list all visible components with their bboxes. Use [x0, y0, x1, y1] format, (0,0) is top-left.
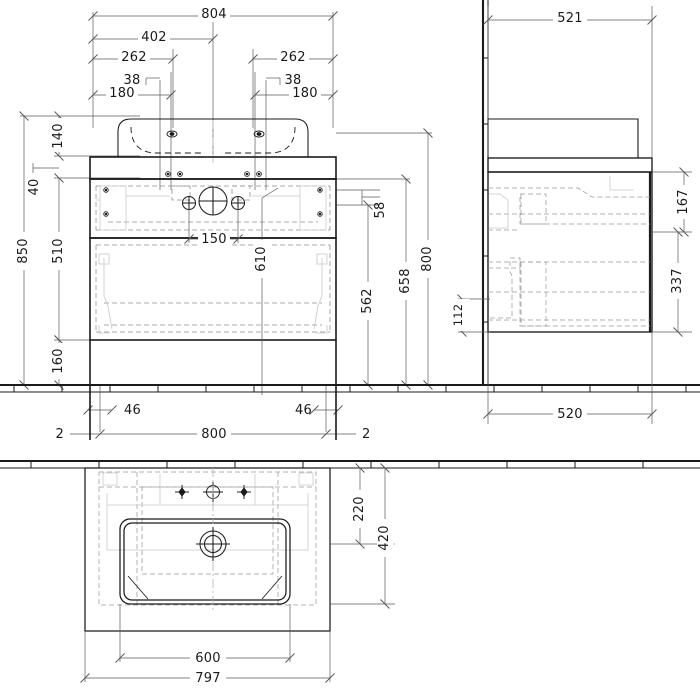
washbasin-front-outline: [117, 118, 309, 157]
side-view-countertop: [487, 157, 653, 173]
dim-520: 520: [557, 407, 582, 422]
dim-800-width: 800: [201, 427, 226, 442]
front-view-top-dim-labels: 804 402 262 262 38 38 180 180: [106, 6, 321, 101]
dim-38-right: 38: [285, 73, 302, 88]
washbasin-bowl-hidden-edges: [130, 126, 296, 154]
upper-drawer-hardware-faint: [96, 185, 327, 231]
side-view-hardware-faint: [489, 176, 634, 229]
dim-521: 521: [557, 11, 582, 26]
dim-58: 58: [373, 202, 388, 219]
tap-hole-elevation-left: [166, 130, 178, 138]
dim-262-left: 262: [121, 50, 146, 65]
plan-view-cabinet-hidden: [98, 471, 317, 606]
dim-337: 337: [670, 268, 685, 293]
dim-420: 420: [377, 525, 392, 550]
lower-drawer-hardware-faint: [98, 253, 328, 334]
dim-402: 402: [141, 30, 166, 45]
supply-fixings: [165, 171, 262, 177]
dim-510: 510: [51, 238, 66, 263]
drain-outlet-plan: [196, 527, 230, 561]
dim-600: 600: [195, 651, 220, 666]
plan-view-guide-lines-faint: [102, 472, 314, 551]
plan-view-dim-labels: 220 420 600 797: [190, 490, 394, 686]
waste-outlet-symbol: [198, 186, 228, 216]
dim-658: 658: [398, 268, 413, 293]
dim-804: 804: [201, 7, 226, 22]
plan-view-bowl-outline: [119, 518, 291, 605]
dim-46-left: 46: [124, 403, 141, 418]
tap-hole-elevation-right: [253, 130, 265, 138]
side-view-dimensions: [457, 6, 692, 424]
side-view-dim-labels: 521 167 337 112 520: [451, 10, 693, 422]
front-view-bottom-dim-labels: 46 46 800 2 2: [56, 403, 370, 442]
side-view-drawer-hidden-lines: [488, 187, 650, 327]
dim-160: 160: [51, 348, 66, 373]
front-view-right-dimensions: [336, 128, 433, 390]
tap-hole-plan-right: [237, 485, 251, 499]
dim-40: 40: [27, 179, 42, 196]
side-view-basin: [488, 118, 639, 158]
supply-outlet-left-symbol: [182, 196, 196, 210]
tap-hole-plan-left: [175, 485, 189, 499]
floor-line-lower: [0, 459, 700, 469]
front-view-inner-dim-labels: 150 610: [198, 231, 271, 278]
dim-2-left: 2: [56, 427, 64, 442]
supply-outlet-right-symbol: [231, 196, 245, 210]
dim-180-left: 180: [109, 86, 134, 101]
dim-850: 850: [16, 238, 31, 263]
floor-hatch-ticks-lower: [30, 461, 644, 468]
front-view-left-dim-labels: 140 40 850 510 160: [14, 118, 68, 379]
front-view-side-reference-lines: [89, 340, 337, 440]
dim-262-right: 262: [280, 50, 305, 65]
dim-610: 610: [254, 246, 269, 271]
plan-view-dimensions: [80, 463, 395, 683]
plan-view-bowl-slope-lines: [127, 575, 283, 600]
dim-220: 220: [352, 496, 367, 521]
side-view-cabinet-body: [487, 171, 653, 333]
dim-180-right: 180: [292, 86, 317, 101]
side-view-wall: [481, 0, 489, 385]
dim-797: 797: [195, 671, 220, 686]
dim-112: 112: [451, 304, 465, 327]
dim-562: 562: [360, 288, 375, 313]
front-view-inner-dimensions: [184, 187, 279, 395]
dim-800: 800: [420, 246, 435, 271]
plan-view-basin-outline: [84, 467, 331, 632]
upper-drawer-hidden-lines: [95, 185, 331, 231]
front-view-right-dim-labels: 58 562 658 800: [359, 202, 437, 320]
dim-167: 167: [676, 189, 691, 214]
dim-38-left: 38: [124, 73, 141, 88]
dim-140: 140: [51, 123, 66, 148]
lower-drawer-hidden-lines: [95, 244, 331, 333]
dim-150: 150: [201, 232, 226, 247]
mounting-fixings-upper: [103, 187, 323, 217]
dim-46-right: 46: [295, 403, 312, 418]
floor-hatch-ticks-upper: [13, 385, 687, 392]
dim-2-right: 2: [362, 427, 370, 442]
